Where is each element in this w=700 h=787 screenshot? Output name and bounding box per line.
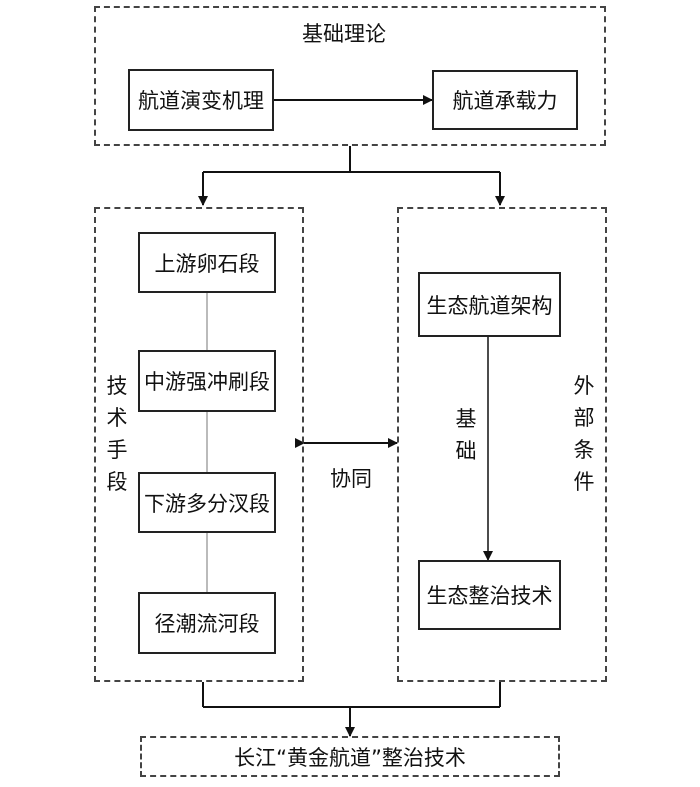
technical-panel — [94, 207, 304, 682]
segment-middle-reach: 中游强冲刷段 — [138, 350, 276, 412]
result-label: 长江“黄金航道”整治技术 — [234, 745, 466, 770]
external-panel — [397, 207, 607, 682]
foundation-vertical-label: 基础 — [455, 407, 477, 463]
external-side-label: 外部条件 — [573, 374, 595, 494]
segment-upper-reach: 上游卵石段 — [138, 232, 276, 293]
result-box: 长江“黄金航道”整治技术 — [140, 736, 560, 777]
foundation-panel — [94, 6, 606, 146]
segment-tidal-reach: 径潮流河段 — [138, 592, 276, 654]
technical-side-label: 技术手段 — [106, 374, 128, 494]
eco-regulation-box: 生态整治技术 — [418, 560, 561, 630]
foundation-title: 基础理论 — [302, 22, 386, 46]
framework-box: 生态航道架构 — [418, 272, 561, 337]
mechanism-box: 航道演变机理 — [128, 69, 274, 131]
synergy-label: 协同 — [330, 467, 372, 491]
segment-lower-reach: 下游多分汊段 — [138, 472, 276, 533]
capacity-box: 航道承载力 — [432, 70, 578, 130]
